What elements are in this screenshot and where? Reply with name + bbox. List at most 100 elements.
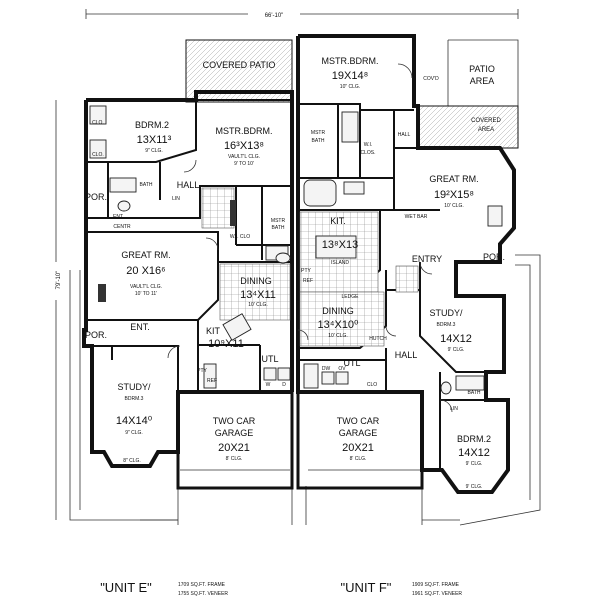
unit-f-ov: OV (338, 366, 346, 372)
unit-f-bdrm2-clg: 9' CLG. (466, 461, 483, 467)
unit-e-covered-patio-label: COVERED PATIO (203, 60, 276, 70)
unit-e-entry: ENT (113, 214, 123, 220)
unit-e-title: "UNIT E" (100, 580, 152, 595)
unit-e-por-bottom: POR. (85, 330, 107, 340)
unit-f-dw: DW (322, 366, 331, 372)
unit-e-garage-name1: TWO CAR (213, 416, 256, 426)
unit-e-bdrm2-clg: 9" CLG. (145, 148, 163, 154)
unit-f-covered-1: COVERED (471, 118, 501, 124)
unit-f-study-clg: 9' CLG. (448, 347, 465, 353)
unit-e-mstr-bath-1: MSTR (271, 218, 286, 224)
door-swings (167, 63, 453, 413)
vanity (343, 181, 365, 195)
unit-f-walls (296, 34, 519, 494)
unit-f-garage-name1: TWO CAR (337, 416, 380, 426)
garage-doors (176, 390, 424, 490)
unit-f-mstr-bath-2: BATH (312, 138, 325, 144)
unit-e-great-name: GREAT RM. (121, 250, 170, 260)
unit-f-por: POR. (483, 252, 505, 262)
unit-f-bath: BATH (468, 390, 481, 396)
shelf (230, 200, 236, 226)
unit-e-garage-clg: 8' CLG. (226, 456, 243, 462)
unit-f-patio-1: PATIO (469, 64, 495, 74)
fireplace (98, 284, 106, 302)
unit-e-w: W (266, 382, 271, 388)
unit-f-clo: CLO (367, 382, 377, 388)
unit-f-bdrm2-name: BDRM.2 (457, 434, 491, 444)
closet-fixture (89, 139, 107, 159)
unit-e-walls (82, 39, 294, 468)
unit-f-ledge: LEDGE (342, 294, 360, 300)
unit-e-area-frame: 1709 SQ.FT. FRAME (178, 582, 226, 588)
top-dimension: 66'-10" (85, 9, 519, 19)
unit-e-bdrm2-name: BDRM.2 (135, 120, 169, 130)
dryer (335, 371, 349, 385)
unit-e-d: D (282, 382, 286, 388)
unit-e-por-top: POR. (85, 192, 107, 202)
refrigerator (303, 363, 319, 389)
unit-e-garage-name2: GARAGE (215, 428, 254, 438)
unit-e-study-name: STUDY/ (117, 382, 151, 392)
bathtub (455, 375, 485, 391)
unit-f-dining-tile (299, 291, 385, 347)
washer (321, 371, 335, 385)
toilet (440, 381, 452, 395)
unit-e-study-clg: 9" CLG. (125, 430, 143, 436)
site-lines (69, 254, 541, 526)
unit-f-bay-clg: 9' CLG. (466, 484, 483, 490)
unit-f-hutch: HUTCH (369, 336, 387, 342)
unit-f-mstr-size: 19X14⁸ (332, 70, 368, 82)
unit-e-clo-2: CLO. (92, 152, 104, 158)
unit-f-kit-size: 13⁸X13 (322, 239, 358, 251)
unit-e-utl: UTL (261, 354, 278, 364)
unit-e-dining-clg: 10' CLG. (248, 302, 268, 308)
closet-fixture (89, 105, 107, 125)
unit-f-area-veneer: 1961 SQ.FT. VENEER (412, 591, 462, 597)
unit-f-wet-bar: WET BAR (405, 214, 428, 220)
unit-captions: "UNIT E" 1709 SQ.FT. FRAME 1755 SQ.FT. V… (100, 580, 462, 597)
unit-e-garage (176, 390, 294, 490)
corner-tub (303, 179, 337, 207)
unit-e-mstr-size: 16³X13⁸ (224, 140, 264, 152)
unit-f-wi-clos-2: CLOS. (360, 150, 375, 156)
unit-e-dining-tile (219, 263, 291, 321)
side-dimension-label: 79'-10" (56, 271, 62, 290)
unit-f-great-size: 19²X15⁸ (434, 189, 474, 201)
unit-e-area-veneer: 1755 SQ.FT. VENEER (178, 591, 228, 597)
unit-e-clo-1: CLO. (92, 120, 104, 126)
unit-f-covered-2: AREA (478, 127, 494, 133)
unit-e-pty: PTY (197, 368, 207, 374)
unit-f-great-name: GREAT RM. (429, 174, 478, 184)
unit-f-dining-size: 13⁴X10⁰ (318, 319, 360, 331)
tiled-floors (201, 187, 419, 347)
unit-e-bdrm2-size: 13X11³ (137, 134, 172, 146)
unit-f-entry-tile (395, 265, 419, 293)
unit-f-covered-area (417, 105, 519, 149)
unit-f-great-clg: 10' CLG. (444, 203, 464, 209)
unit-e-study-sub: BDRM.3 (125, 396, 144, 402)
unit-e-bath: BATH (140, 182, 153, 188)
unit-e-garage-size: 20X21 (218, 442, 250, 454)
unit-f-covd: COV'D (423, 76, 439, 82)
unit-f-title: "UNIT F" (341, 580, 392, 595)
unit-e-dining-name: DINING (240, 276, 272, 286)
unit-f-hall-top: HALL (398, 132, 411, 138)
kitchen-island-f (315, 235, 357, 259)
unit-e-kit-size: 10⁹X11 (208, 338, 244, 350)
unit-e-hall: HALL (177, 180, 200, 190)
top-dimension-label: 66'-10" (265, 13, 284, 19)
unit-f-entry: ENTRY (412, 254, 442, 264)
unit-e-great-size: 20 X16⁶ (126, 265, 165, 277)
side-dimension: 79'-10" (55, 100, 62, 520)
unit-f-garage-size: 20X21 (342, 442, 374, 454)
unit-f-study-sub: BDRM.3 (437, 322, 456, 328)
unit-e-mstr-name: MSTR.BDRM. (216, 126, 273, 136)
unit-e-bath-tile (201, 187, 235, 229)
unit-e-wi-clo: W.I. CLO (230, 234, 250, 240)
toilet (117, 200, 131, 212)
refrigerator (203, 363, 217, 389)
unit-e-mstr-bath-2: BATH (272, 225, 285, 231)
bathtub (109, 177, 137, 193)
unit-e-lin: LIN (172, 196, 180, 202)
